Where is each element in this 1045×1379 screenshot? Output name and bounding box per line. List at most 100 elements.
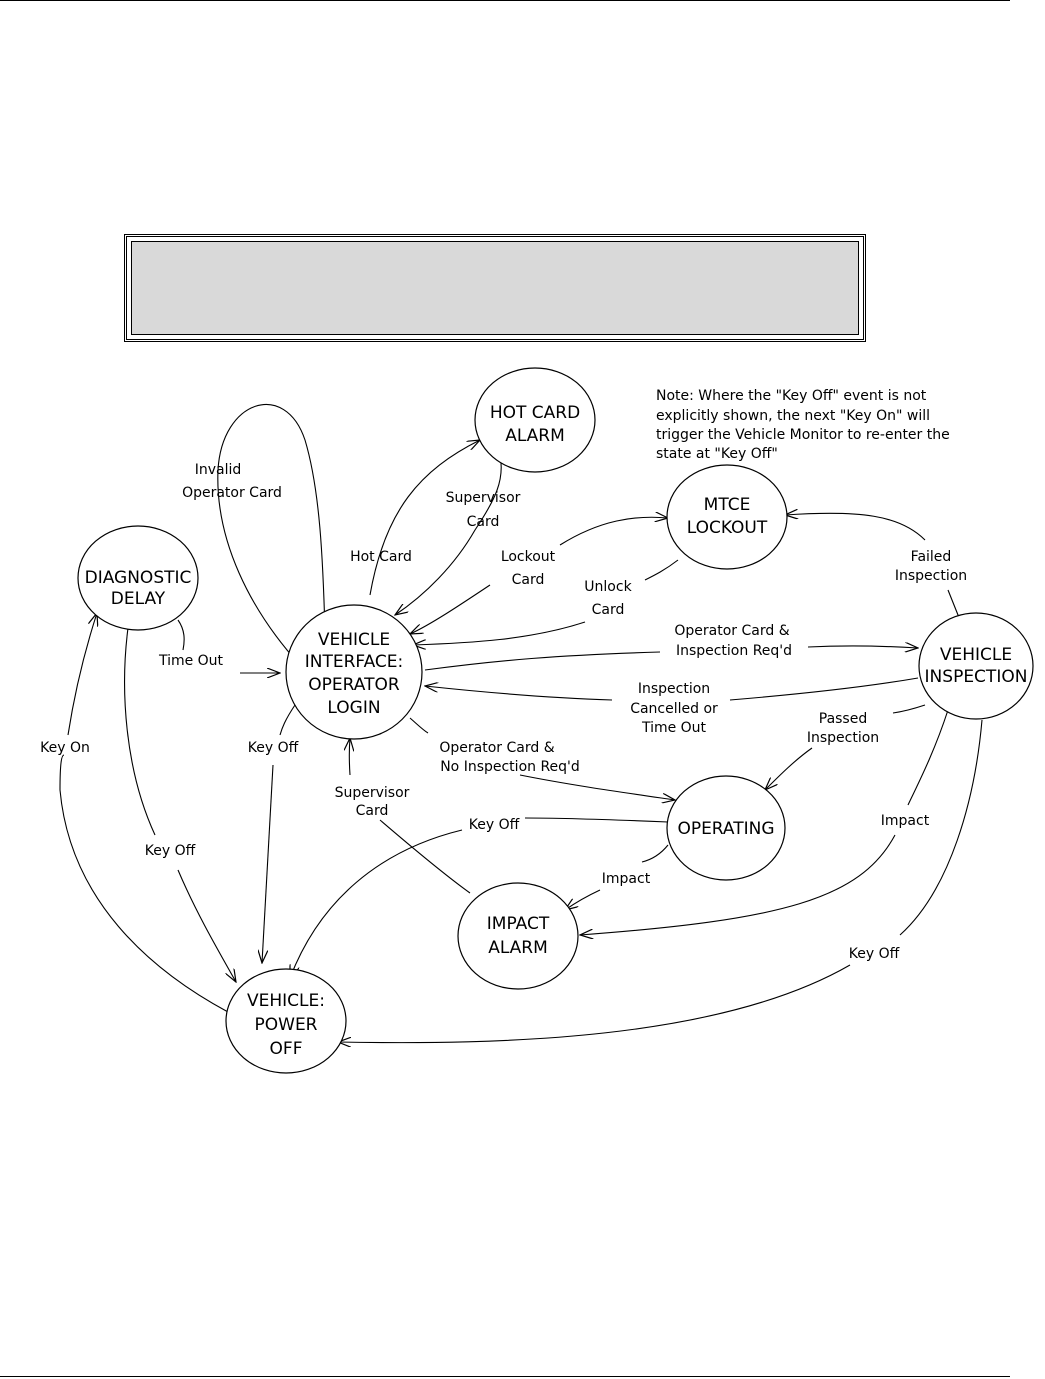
edge-time-out [177,619,185,651]
diagram-note: Note: Where the "Key Off" event is not e… [656,388,950,462]
edge-supervisor-card-impact-tail [349,738,350,776]
edge-inspection-cancelled [729,677,919,701]
label-operator-card-no-insp-1: Operator Card & [439,740,554,756]
label-impact-inspection: Impact [881,813,930,829]
label-operator-card-insp-req-1: Operator Card & [674,623,789,639]
label-operator-card-no-insp: Operator Card & No Inspection Req'd [439,740,579,775]
state-vehicle-interface: VEHICLE INTERFACE: OPERATOR LOGIN [285,604,423,740]
diagnostic-delay-line-1: DIAGNOSTIC [85,568,192,588]
label-supervisor-card-impact-1: Supervisor [335,785,410,801]
label-lockout-card-2: Card [512,572,545,588]
label-operator-card-no-insp-2: No Inspection Req'd [440,759,580,775]
impact-alarm-line-1: IMPACT [487,914,550,934]
edge-supervisor-card-impact [379,819,471,894]
edge-key-off-operating-tail [290,829,463,978]
hot-card-alarm-line-1: HOT CARD [490,403,580,423]
label-supervisor-card-impact: Supervisor Card [335,785,410,819]
edge-supervisor-card-hot [395,454,502,615]
title-banner [124,234,866,342]
edge-unlock-card-tail [413,621,586,645]
operating-line-1: OPERATING [677,819,774,839]
label-inspection-cancelled-2: Cancelled or [630,701,718,717]
state-vehicle-power-off: VEHICLE: POWER OFF [225,968,347,1074]
vehicle-power-off-line-3: OFF [270,1039,303,1059]
label-operator-card-insp-req: Operator Card & Inspection Req'd [674,623,792,659]
edge-hot-card [369,440,480,596]
hot-card-alarm-line-2: ALARM [505,426,565,446]
vehicle-inspection-line-1: VEHICLE [940,645,1012,665]
edge-passed-inspection [892,704,926,714]
impact-alarm-line-2: ALARM [488,938,548,958]
edge-key-off-inspection [899,719,983,936]
edge-operator-card-no-insp [409,717,429,734]
label-supervisor-card-impact-2: Card [356,803,389,819]
vehicle-interface-line-4: LOGIN [327,698,380,718]
label-invalid-operator-card: Invalid Operator Card [182,462,282,501]
label-failed-inspection-2: Inspection [895,568,967,584]
diagnostic-delay-line-2: DELAY [111,589,166,609]
edge-operator-card-insp-tail [807,646,918,648]
label-inspection-cancelled: Inspection Cancelled or Time Out [630,681,718,736]
label-passed-inspection-1: Passed [819,711,867,727]
edge-operator-card-insp [424,651,661,671]
label-key-off-login: Key Off [248,740,299,756]
label-lockout-card-1: Lockout [501,549,556,565]
vehicle-interface-line-3: OPERATOR [308,675,400,695]
edge-passed-inspection-tail [765,747,813,790]
label-key-off-operating: Key Off [469,817,520,833]
edge-key-off-inspection-tail [338,964,851,1043]
label-key-off-diag: Key Off [145,843,196,859]
edge-key-off-diag-tail [177,869,236,982]
state-operating: OPERATING [666,775,786,881]
title-banner-fill [131,241,859,335]
label-operator-card-insp-req-2: Inspection Req'd [676,643,792,659]
label-supervisor-card-hot-2: Card [467,514,500,530]
edge-invalid-operator-card [217,403,325,666]
label-invalid-operator-card-2: Operator Card [182,485,282,501]
state-mtce-lockout: MTCE LOCKOUT [666,464,788,570]
edge-key-off-diag [124,627,156,836]
edge-key-on-tail [67,613,97,736]
edge-impact-inspection [907,709,949,806]
note-line-1: Note: Where the "Key Off" event is not [656,388,927,404]
state-diagnostic-delay: DIAGNOSTIC DELAY [77,525,199,631]
edge-operator-card-no-insp-tail [519,774,675,800]
edge-lockout-card-tail [410,584,491,634]
label-lockout-card: Lockout Card [501,549,556,588]
label-impact-operating: Impact [602,871,651,887]
edge-lockout-card [559,517,668,546]
vehicle-inspection-line-2: INSPECTION [925,667,1028,687]
label-passed-inspection: Passed Inspection [807,711,879,746]
label-key-off-inspection: Key Off [849,946,900,962]
vehicle-interface-line-1: VEHICLE [318,630,390,650]
label-supervisor-card-hot-1: Supervisor [446,490,521,506]
label-unlock-card-2: Card [592,602,625,618]
mtce-lockout-line-2: LOCKOUT [687,518,768,538]
edge-unlock-card [644,559,679,581]
edge-impact-operating-tail [565,889,601,910]
state-impact-alarm: IMPACT ALARM [457,882,579,990]
state-hot-card-alarm: HOT CARD ALARM [474,367,596,473]
edge-impact-inspection-tail [580,834,896,935]
note-line-2: explicitly shown, the next "Key On" will [656,408,930,424]
label-unlock-card: Unlock Card [584,579,632,618]
vehicle-power-off-line-2: POWER [255,1015,318,1035]
edge-failed-inspection [785,513,926,541]
top-rule [0,0,1010,1]
label-time-out: Time Out [158,653,224,669]
edge-key-off-login-tail [262,764,274,963]
vehicle-interface-line-2: INTERFACE: [305,652,404,672]
edge-key-off-login [279,704,296,736]
label-supervisor-card-hot: Supervisor Card [446,490,521,530]
mtce-lockout-line-1: MTCE [704,495,751,515]
label-inspection-cancelled-1: Inspection [638,681,710,697]
label-inspection-cancelled-3: Time Out [641,720,707,736]
bottom-rule [0,1376,1010,1377]
vehicle-power-off-line-1: VEHICLE: [247,991,325,1011]
label-hot-card: Hot Card [350,549,412,565]
note-line-3: trigger the Vehicle Monitor to re-enter … [656,427,950,443]
label-failed-inspection: Failed Inspection [895,549,967,584]
label-key-on: Key On [40,740,90,756]
edge-key-off-operating [524,817,669,823]
